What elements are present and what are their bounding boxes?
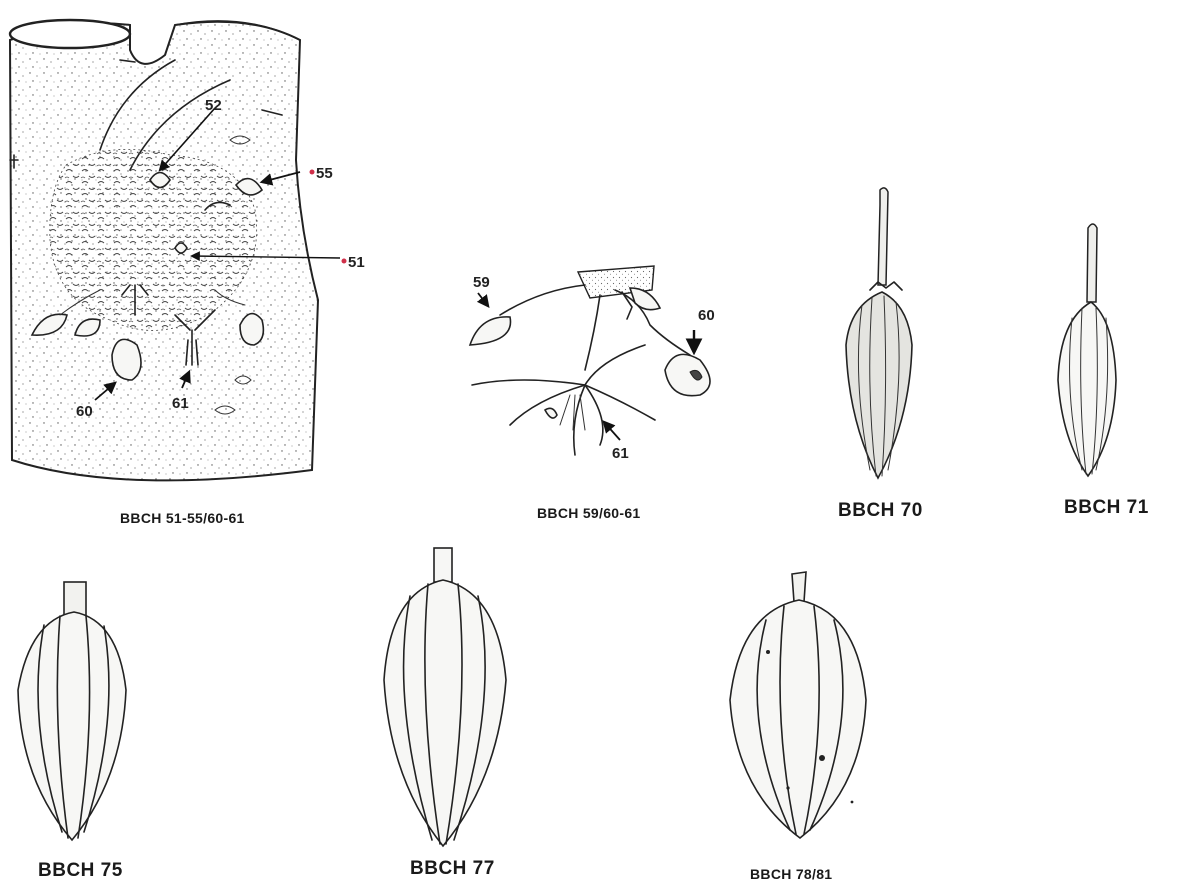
pod-75-drawing <box>18 582 126 840</box>
pod-77-drawing <box>384 548 506 846</box>
caption-bbch-51-55: BBCH 51-55/60-61 <box>120 510 245 526</box>
pod-78-81-drawing <box>730 572 866 838</box>
label-60-cluster: 60 <box>698 307 715 324</box>
caption-bbch-70: BBCH 70 <box>838 500 923 522</box>
marker-dot-55 <box>310 170 315 175</box>
label-51: 51 <box>348 254 365 271</box>
caption-bbch-71: BBCH 71 <box>1064 497 1149 519</box>
caption-bbch-77: BBCH 77 <box>410 858 495 880</box>
label-59: 59 <box>473 274 490 291</box>
label-61-cluster: 61 <box>612 445 629 462</box>
marker-dot-51 <box>342 259 347 264</box>
caption-bbch-59: BBCH 59/60-61 <box>537 505 641 521</box>
label-55: 55 <box>316 165 333 182</box>
flower-cluster-drawing <box>470 266 710 455</box>
pod-70-drawing <box>846 188 912 478</box>
label-60-trunk: 60 <box>76 403 93 420</box>
caption-bbch-78-81: BBCH 78/81 <box>750 866 832 882</box>
trunk-drawing <box>10 20 318 480</box>
caption-bbch-75: BBCH 75 <box>38 860 123 882</box>
label-52: 52 <box>205 97 222 114</box>
pod-71-drawing <box>1058 224 1116 476</box>
label-61-trunk: 61 <box>172 395 189 412</box>
